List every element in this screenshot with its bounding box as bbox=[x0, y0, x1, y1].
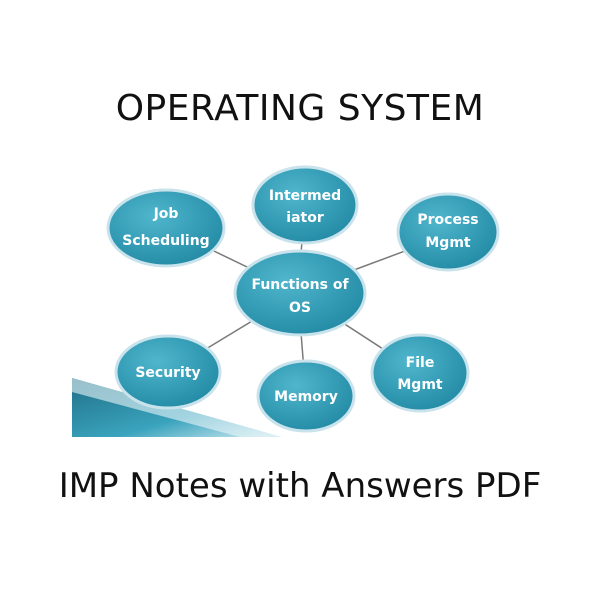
node-job-scheduling: Job Scheduling bbox=[106, 188, 226, 268]
node-security: Security bbox=[114, 334, 222, 410]
page-subtitle: IMP Notes with Answers PDF bbox=[58, 466, 542, 506]
node-security-label: Security bbox=[135, 365, 200, 381]
node-memory-label: Memory bbox=[274, 389, 338, 405]
node-intermediator: Intermed iator bbox=[251, 165, 359, 245]
node-center-label-1: Functions of bbox=[251, 277, 349, 293]
node-center-functions-of-os: Functions of OS bbox=[233, 249, 367, 337]
node-intermediator-label-1: Intermed bbox=[269, 188, 341, 204]
node-file-mgmt: File Mgmt bbox=[370, 333, 470, 413]
node-process-mgmt-label-2: Mgmt bbox=[425, 235, 471, 251]
node-process-mgmt: Process Mgmt bbox=[396, 192, 500, 272]
node-intermediator-label-2: iator bbox=[286, 210, 324, 226]
node-process-mgmt-label-1: Process bbox=[417, 212, 478, 228]
node-job-scheduling-label-1: Job bbox=[153, 206, 179, 222]
node-file-mgmt-label-1: File bbox=[406, 355, 435, 371]
node-file-mgmt-label-2: Mgmt bbox=[397, 377, 443, 393]
page-title: OPERATING SYSTEM bbox=[115, 88, 485, 129]
node-center-label-2: OS bbox=[289, 300, 311, 316]
node-job-scheduling-label-2: Scheduling bbox=[122, 233, 209, 249]
node-memory: Memory bbox=[256, 359, 356, 433]
